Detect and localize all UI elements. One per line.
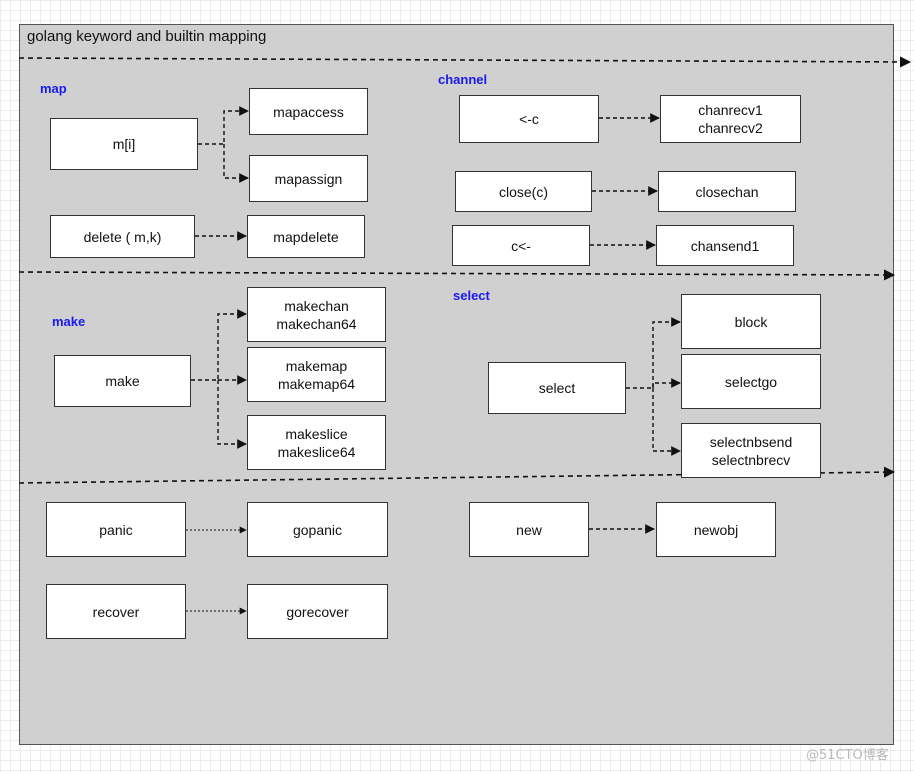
box-make: make [54,355,191,407]
watermark: @51CTO博客 [806,748,889,763]
box-close: close(c) [455,171,592,212]
box-selectnb: selectnbsend selectnbrecv [681,423,821,478]
box-recv: <-c [459,95,599,143]
box-chansend1: chansend1 [656,225,794,266]
box-gopanic: gopanic [247,502,388,557]
diagram-title: golang keyword and builtin mapping [27,28,267,45]
box-panic: panic [46,502,186,557]
box-m-index: m[i] [50,118,198,170]
box-delete: delete ( m,k) [50,215,195,258]
box-closechan: closechan [658,171,796,212]
section-label-make: make [52,314,86,329]
section-label-select: select [453,288,490,303]
box-mapdelete: mapdelete [247,215,365,258]
box-recover: recover [46,584,186,639]
box-gorecover: gorecover [247,584,388,639]
box-makeslice: makeslice makeslice64 [247,415,386,470]
box-chanrecv: chanrecv1 chanrecv2 [660,95,801,143]
box-makechan: makechan makechan64 [247,287,386,342]
box-makemap: makemap makemap64 [247,347,386,402]
box-block: block [681,294,821,349]
box-new: new [469,502,589,557]
box-selectgo: selectgo [681,354,821,409]
box-mapassign: mapassign [249,155,368,202]
box-mapaccess: mapaccess [249,88,368,135]
box-select: select [488,362,626,414]
box-newobj: newobj [656,502,776,557]
section-label-channel: channel [438,72,488,87]
section-label-map: map [40,81,67,96]
box-send: c<- [452,225,590,266]
